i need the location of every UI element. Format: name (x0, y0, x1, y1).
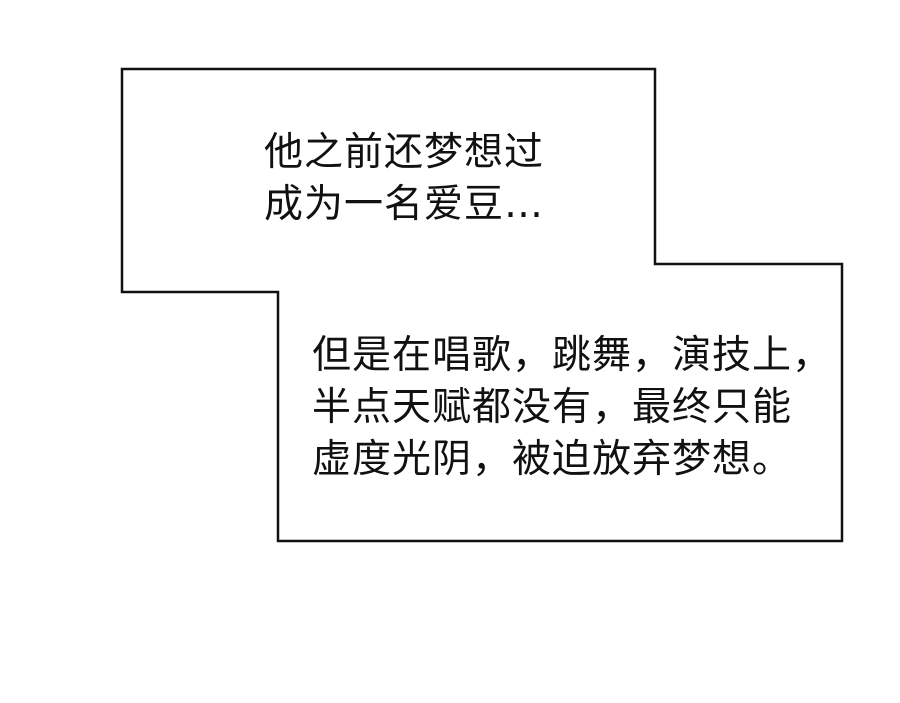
caption-line: 成为一名爱豆… (264, 182, 545, 227)
caption-line: 但是在唱歌，跳舞，演技上， (312, 333, 833, 378)
caption-text-upper: 他之前还梦想过 成为一名爱豆… (264, 127, 544, 231)
caption-line: 半点天赋都没有，最终只能 (312, 385, 793, 430)
caption-text-lower: 但是在唱歌，跳舞，演技上， 半点天赋都没有，最终只能 虚度光阴，被迫放弃梦想。 (312, 330, 832, 486)
caption-box-border (120, 67, 844, 543)
caption-line: 虚度光阴，被迫放弃梦想。 (312, 437, 793, 482)
caption-line: 他之前还梦想过 (264, 130, 545, 175)
